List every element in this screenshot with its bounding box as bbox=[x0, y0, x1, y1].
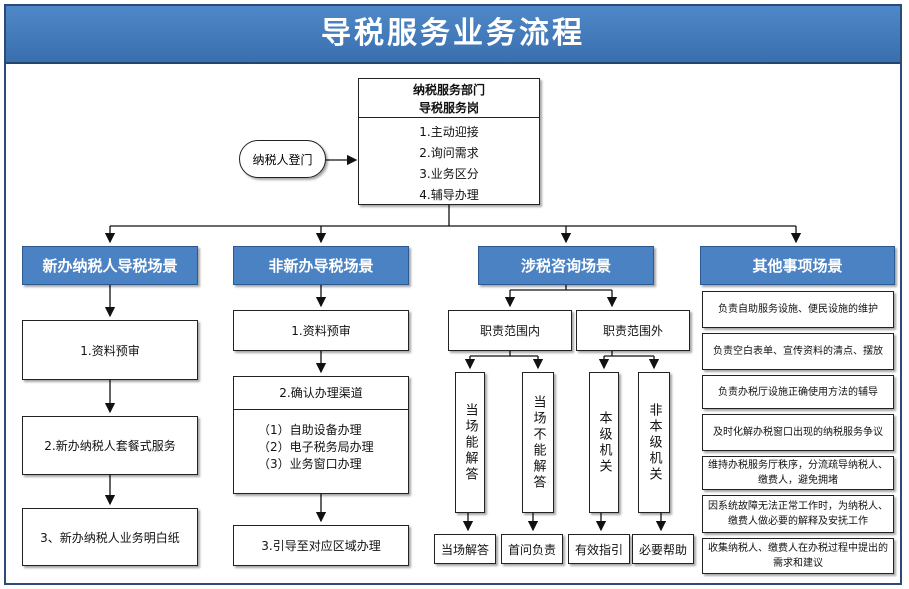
consult-col-this-level: 本级机关 bbox=[589, 372, 619, 513]
other-item-6: 因系统故障无法正常工作时，为纳税人、缴费人做必要的解释及安抚工作 bbox=[702, 495, 894, 533]
consult-col-other-level: 非本级机关 bbox=[638, 372, 670, 513]
nonnew-step-2: 2.确认办理渠道 （1）自助设备办理 （2）电子税务局办理 （3）业务窗口办理 bbox=[233, 376, 409, 494]
new-step-3: 3、新办纳税人业务明白纸 bbox=[22, 508, 198, 566]
other-item-5: 维持办税服务厅秩序，分流疏导纳税人、缴费人，避免拥堵 bbox=[702, 456, 894, 490]
consult-outside-box: 职责范围外 bbox=[576, 310, 690, 351]
scenario-other-header: 其他事项场景 bbox=[700, 246, 895, 285]
new-step-2: 2.新办纳税人套餐式服务 bbox=[22, 416, 198, 475]
top-step: 2.询问需求 bbox=[419, 146, 479, 160]
other-item-3: 负责办税厅设施正确使用方法的辅导 bbox=[702, 375, 894, 409]
top-box-header: 纳税服务部门 导税服务岗 bbox=[359, 79, 539, 118]
entry-oval: 纳税人登门 bbox=[239, 140, 326, 178]
top-step: 1.主动迎接 bbox=[419, 125, 479, 139]
new-step-1: 1.资料预审 bbox=[22, 320, 198, 380]
scenario-consult-header: 涉税咨询场景 bbox=[478, 246, 654, 285]
scenario-new-header: 新办纳税人导税场景 bbox=[22, 246, 198, 285]
consult-inside-box: 职责范围内 bbox=[448, 310, 572, 351]
consult-col-label: 当场不能解答 bbox=[530, 394, 546, 491]
other-item-4: 及时化解办税窗口出现的纳税服务争议 bbox=[702, 414, 894, 451]
consult-col-cannot-answer: 当场不能解答 bbox=[522, 372, 554, 513]
other-item-1: 负责自助服务设施、便民设施的维护 bbox=[702, 291, 894, 328]
channel-item: （2）电子税务局办理 bbox=[258, 440, 374, 454]
top-process-box: 纳税服务部门 导税服务岗 1.主动迎接 2.询问需求 3.业务区分 4.辅导办理 bbox=[358, 78, 540, 205]
consult-result-3: 有效指引 bbox=[568, 534, 630, 564]
consult-col-answer-now: 当场能解答 bbox=[455, 372, 485, 513]
top-step: 4.辅导办理 bbox=[419, 188, 479, 202]
other-item-2: 负责空白表单、宣传资料的清点、摆放 bbox=[702, 333, 894, 370]
top-step: 3.业务区分 bbox=[419, 167, 479, 181]
channel-item: （1）自助设备办理 bbox=[258, 423, 362, 437]
post-label: 导税服务岗 bbox=[418, 101, 479, 115]
nonnew-step-3: 3.引导至对应区域办理 bbox=[233, 525, 409, 566]
consult-col-label: 本级机关 bbox=[596, 410, 612, 475]
nonnew-step-1: 1.资料预审 bbox=[233, 310, 409, 351]
consult-result-4: 必要帮助 bbox=[632, 534, 694, 564]
scenario-nonnew-header: 非新办导税场景 bbox=[233, 246, 409, 285]
channel-item: （3）业务窗口办理 bbox=[258, 457, 362, 471]
top-step-list: 1.主动迎接 2.询问需求 3.业务区分 4.辅导办理 bbox=[359, 118, 539, 206]
diagram-frame bbox=[4, 4, 902, 585]
consult-col-label: 非本级机关 bbox=[646, 402, 662, 483]
consult-col-label: 当场能解答 bbox=[462, 402, 478, 483]
nonnew-step-2-title: 2.确认办理渠道 bbox=[234, 377, 408, 410]
other-item-7: 收集纳税人、缴费人在办税过程中提出的需求和建议 bbox=[702, 538, 894, 574]
title-banner: 导税服务业务流程 bbox=[6, 6, 900, 64]
consult-result-1: 当场解答 bbox=[434, 534, 496, 564]
channel-list: （1）自助设备办理 （2）电子税务局办理 （3）业务窗口办理 bbox=[234, 410, 408, 473]
entry-label: 纳税人登门 bbox=[252, 152, 313, 167]
consult-result-2: 首问负责 bbox=[501, 534, 563, 564]
page-title: 导税服务业务流程 bbox=[321, 16, 585, 51]
dept-label: 纳税服务部门 bbox=[412, 83, 485, 97]
